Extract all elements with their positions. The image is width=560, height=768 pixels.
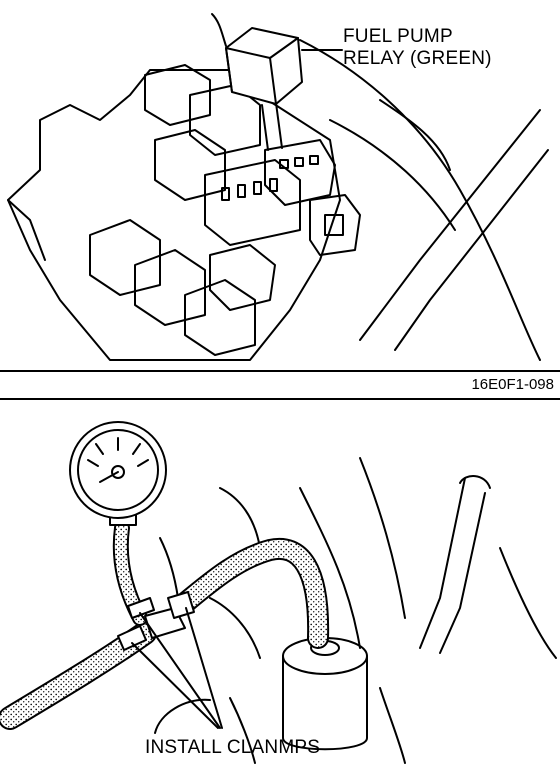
engine-curve-7 bbox=[379, 687, 406, 764]
relay-box-drawing bbox=[7, 13, 549, 361]
clamp-1 bbox=[127, 597, 155, 619]
relay-wire bbox=[211, 13, 227, 47]
relay-callout-line2: RELAY (GREEN) bbox=[343, 48, 492, 69]
relay-edge-1 bbox=[225, 47, 233, 93]
label-curve bbox=[154, 698, 211, 734]
engine-curve-6 bbox=[159, 537, 179, 599]
body-curve-inner bbox=[329, 119, 456, 231]
relay-block-1 bbox=[144, 64, 211, 126]
pipe-edge-1 bbox=[419, 477, 466, 649]
fuse-slot-4 bbox=[269, 178, 278, 192]
relay-block-3 bbox=[154, 129, 226, 201]
body-edge bbox=[359, 109, 541, 341]
pipe-edge-2 bbox=[439, 492, 486, 654]
side-connector bbox=[309, 194, 361, 256]
clamp-2 bbox=[167, 591, 195, 619]
fuel-filter-body bbox=[282, 655, 368, 751]
relay-leg-2 bbox=[275, 102, 283, 149]
socket-terminal-2 bbox=[294, 157, 304, 167]
gauge-dial bbox=[77, 429, 159, 511]
clamp-leader-2 bbox=[185, 607, 223, 729]
clamp-3 bbox=[117, 625, 147, 651]
relay-callout-line1: FUEL PUMP bbox=[343, 26, 453, 47]
bottom-panel-border bbox=[0, 398, 560, 400]
relay-box-housing bbox=[7, 69, 341, 361]
relay-block-4 bbox=[89, 219, 161, 296]
clamps-callout: INSTALL CLANMPS bbox=[145, 737, 321, 758]
gauge-hub bbox=[111, 465, 125, 479]
pressure-gauge bbox=[69, 421, 167, 519]
relay-leg-1 bbox=[261, 104, 269, 151]
relay-socket bbox=[264, 139, 336, 206]
pipe-cap bbox=[459, 475, 491, 489]
fuel-pump-relay bbox=[225, 27, 303, 105]
relay-block-5 bbox=[134, 249, 206, 326]
housing-edge bbox=[7, 199, 46, 261]
relay-box-illustration: FUEL PUMP RELAY (GREEN) bbox=[0, 0, 560, 372]
relay-callout: FUEL PUMP RELAY (GREEN) bbox=[343, 26, 492, 70]
engine-curve-1 bbox=[219, 487, 261, 549]
engine-curve-8 bbox=[229, 697, 256, 764]
gauge-ticks bbox=[87, 437, 149, 467]
relay-edge-2 bbox=[269, 57, 277, 105]
fuel-gauge-illustration: INSTALL CLANMPS bbox=[0, 398, 560, 768]
top-panel-border bbox=[0, 370, 560, 372]
fuel-gauge-drawing bbox=[0, 421, 557, 764]
clamp-leader-3 bbox=[131, 642, 219, 729]
body-curve-top bbox=[379, 99, 451, 171]
fuse-slot-1 bbox=[221, 187, 230, 201]
engine-curve-2 bbox=[299, 487, 361, 649]
socket-terminal-1 bbox=[279, 159, 289, 169]
fuse-slot-3 bbox=[253, 181, 262, 195]
body-curve-outer bbox=[299, 39, 541, 361]
clamp-leader-1 bbox=[139, 612, 221, 729]
gauge-needle bbox=[99, 471, 119, 483]
socket-terminal-3 bbox=[309, 155, 319, 165]
fuel-hose bbox=[176, 539, 328, 647]
fuse-slot-2 bbox=[237, 184, 246, 198]
relay-block-6 bbox=[184, 279, 256, 356]
engine-curve-4 bbox=[499, 547, 557, 659]
figure-code: 16E0F1-098 bbox=[471, 376, 554, 393]
lower-connector bbox=[209, 244, 276, 311]
engine-curve-3 bbox=[359, 457, 406, 619]
side-connector-plug bbox=[324, 214, 344, 236]
fuse-block bbox=[204, 159, 301, 246]
body-edge-2 bbox=[394, 149, 549, 351]
engine-curve-5 bbox=[209, 597, 261, 659]
